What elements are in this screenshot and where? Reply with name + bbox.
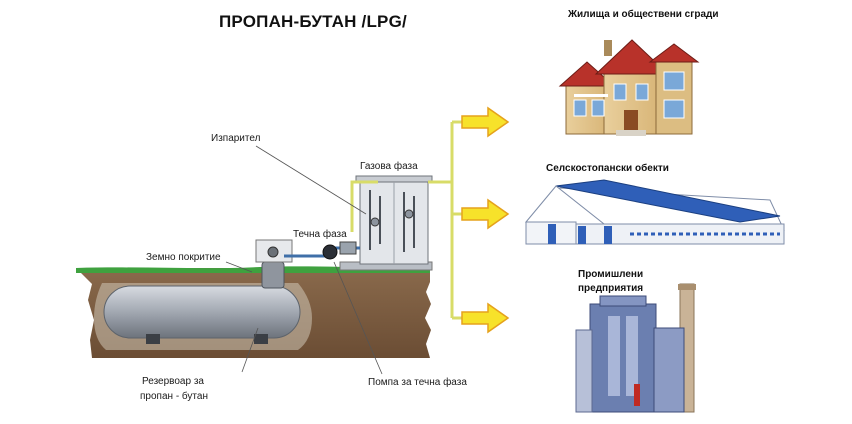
label-liquid-phase: Течна фаза: [293, 229, 347, 240]
label-pump: Помпа за течна фаза: [368, 377, 467, 388]
agricultural-building-illustration: [524, 179, 785, 245]
heading-industrial-line2: предприятия: [578, 283, 644, 294]
label-evaporator: Изпарител: [211, 133, 261, 144]
liquid-pipe: [284, 241, 360, 260]
valve-wheel: [267, 246, 279, 258]
heading-industrial-line1: Промишлени: [578, 269, 644, 280]
diagram-title: ПРОПАН-БУТАН /LPG/: [219, 12, 407, 31]
label-ground-cover: Земно покритие: [146, 252, 221, 263]
residential-building-illustration: [558, 39, 700, 136]
industrial-building-illustration: [575, 283, 696, 413]
arrow-to-agricultural: [461, 198, 510, 230]
leader-lines: [225, 145, 383, 375]
label-gas-phase: Газова фаза: [360, 161, 418, 172]
evaporator-cabinet: [355, 175, 433, 265]
heading-residential: Жилища и обществени сгради: [568, 9, 719, 20]
lpg-tank: [103, 285, 301, 339]
arrow-to-residential: [461, 106, 510, 138]
heading-agricultural: Селскостопански обекти: [546, 163, 669, 174]
flow-arrows: [461, 106, 510, 334]
arrow-to-industrial: [461, 302, 510, 334]
tank-foot-right: [254, 334, 268, 344]
ground-section: [76, 239, 433, 358]
tank-dome: [261, 261, 285, 289]
label-tank-line2: пропан - бутан: [140, 391, 208, 402]
label-tank-line1: Резервоар за: [142, 376, 204, 387]
liquid-pump: [322, 244, 338, 260]
tank-foot-left: [146, 334, 160, 344]
